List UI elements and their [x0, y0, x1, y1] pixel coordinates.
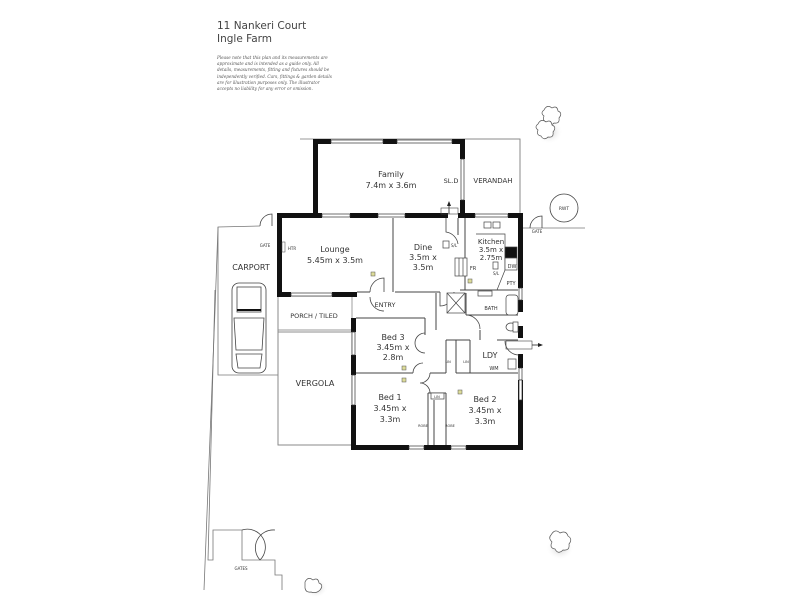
entry-label: ENTRY [374, 301, 395, 309]
rainwater-tank [549, 193, 579, 223]
dine-room-name: Dine [414, 243, 432, 252]
gate-label-right: GATE [532, 229, 543, 234]
vergola [277, 331, 353, 446]
kitchen-room-size-2: 2.75m [480, 254, 503, 262]
dishwasher-label: DW [508, 264, 517, 270]
laundry-exit-arrow [505, 340, 543, 350]
bed1-room-size-1: 3.45m x [374, 404, 407, 413]
linen-label-2: LIN [463, 360, 469, 364]
vergola-label: VERGOLA [296, 379, 335, 388]
bed3-room-name: Bed 3 [381, 333, 404, 342]
bath-label: BATH [484, 306, 498, 312]
hot-water [281, 241, 286, 253]
rwt-label: RWT [559, 206, 569, 212]
bed3-room-size-2: 2.8m [383, 353, 404, 362]
interior-walls [356, 218, 518, 445]
gates-label-bottom: GATES [234, 566, 247, 571]
dine-room-size-1: 3.5m x [409, 253, 437, 262]
sliding-door-arrow [440, 201, 459, 215]
sliding-door-label: SL.D [444, 177, 459, 185]
windows [290, 139, 523, 450]
robe-label-2: ROBE [445, 424, 455, 428]
family-room-name: Family [378, 170, 404, 179]
lounge-room-name: Lounge [320, 245, 349, 254]
light-markers [370, 271, 473, 395]
linen-label-3: LIN [434, 395, 440, 399]
kitchen-fixtures [430, 221, 519, 400]
linen-label-1: LIN [445, 360, 451, 364]
address-line-2: Ingle Farm [217, 33, 273, 45]
carport-label: CARPORT [232, 263, 270, 272]
bed2-room-size-2: 3.3m [475, 417, 496, 426]
family-room-size: 7.4m x 3.6m [366, 181, 417, 190]
car-illustration [231, 282, 267, 374]
address-line-1: 11 Nankeri Court [217, 20, 307, 32]
shrubs [304, 106, 574, 598]
doors [241, 213, 543, 561]
heater-label: HTR [288, 246, 296, 251]
kitchen-room-size-1: 3.5m x [479, 246, 503, 254]
bed1-room-name: Bed 1 [378, 393, 401, 402]
bed2-room-name: Bed 2 [473, 395, 496, 404]
robe-label-1: ROBE [418, 424, 428, 428]
skylight-label-2: S/L [493, 271, 500, 276]
kitchen-room-name: Kitchen [478, 238, 504, 246]
skylight-label-1: S/L [451, 243, 458, 248]
bed2-room-size-1: 3.45m x [469, 406, 502, 415]
verandah-label: VERANDAH [473, 177, 512, 185]
washing-machine-label: WM [489, 366, 498, 372]
laundry-label: LDY [482, 351, 497, 360]
bed1-room-size-2: 3.3m [380, 415, 401, 424]
fridge-label: FR [470, 266, 477, 272]
pantry-label: PTY [506, 281, 516, 287]
porch-label: PORCH / TILED [290, 312, 338, 320]
gate-label-left: GATE [260, 243, 271, 248]
disclaimer-text: Please note that this plan and its measu… [217, 55, 332, 92]
exterior-walls [277, 139, 523, 450]
lounge-room-size: 5.45m x 3.5m [307, 256, 363, 265]
property-address: 11 Nankeri Court Ingle Farm [217, 20, 306, 46]
dine-room-size-2: 3.5m [413, 263, 434, 272]
bed3-room-size-1: 3.45m x [377, 343, 410, 352]
